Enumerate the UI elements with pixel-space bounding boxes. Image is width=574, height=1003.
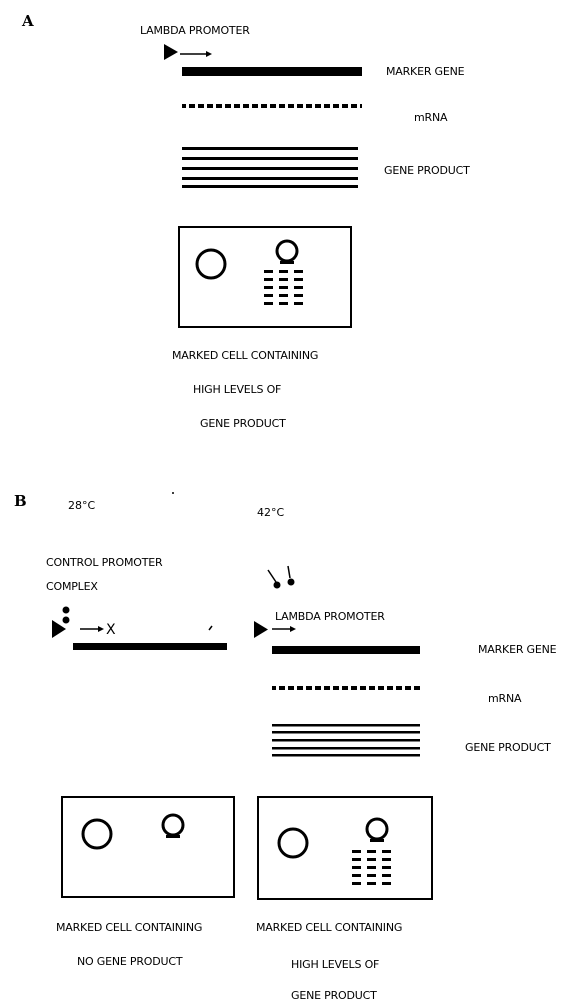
panel-a-cell	[179, 227, 351, 327]
panel-b-right-caption-line-3: GENE PRODUCT	[291, 989, 377, 1002]
panel-b-promoter-label: LAMBDA PROMOTER	[275, 610, 385, 623]
panel-b-promoter-icon	[254, 621, 296, 638]
mark-tick	[209, 626, 212, 630]
panel-b-cell-high-product	[258, 797, 432, 899]
blocked-x-mark: X	[106, 622, 116, 638]
panel-b-mrna-line	[272, 686, 420, 690]
panel-b-gene-product-label: GENE PRODUCT	[465, 741, 551, 754]
panel-b-right-nucleus-circle	[279, 829, 307, 857]
released-repressor-icon	[268, 566, 295, 589]
panel-a-caption-line-3: GENE PRODUCT	[200, 417, 286, 430]
panel-b-left-nucleus-circle	[83, 820, 111, 848]
panel-b-left-vesicle-circle	[163, 815, 183, 835]
panel-a-promoter-icon	[164, 44, 212, 60]
panel-b-gene-product-dots	[352, 850, 391, 885]
panel-b-marker-gene-label: MARKER GENE	[478, 643, 557, 656]
panel-a-caption-line-1: MARKED CELL CONTAINING	[172, 349, 318, 362]
panel-b-left-marker-gene-bar	[73, 643, 227, 650]
panel-b-right-caption-line-2: HIGH LEVELS OF	[291, 958, 379, 971]
panel-b-mrna-label: mRNA	[488, 692, 522, 705]
panel-b-right-vesicle-circle	[367, 819, 387, 839]
panel-a-marker-gene-label: MARKER GENE	[386, 65, 465, 78]
panel-a-gene-product-dots	[264, 270, 303, 305]
panel-a-nucleus-circle	[197, 250, 225, 278]
panel-a-caption-line-2: HIGH LEVELS OF	[193, 383, 281, 396]
panel-b-cell-no-product	[62, 797, 234, 897]
panel-a-marker-gene-bar	[182, 67, 362, 76]
panel-b-right-caption-line-1: MARKED CELL CONTAINING	[256, 921, 402, 934]
panel-a-vesicle-circle	[277, 241, 297, 261]
panel-b-left-caption-line-2: NO GENE PRODUCT	[77, 955, 183, 968]
panel-a-promoter-label: LAMBDA PROMOTER	[140, 24, 250, 37]
panel-a-letter: A	[21, 12, 34, 30]
panel-b-marker-gene-bar	[272, 646, 420, 654]
panel-a-gene-product-lines	[182, 147, 358, 188]
control-promoter-label-line-1: CONTROL PROMOTER	[46, 556, 163, 569]
temp-low-label: 28°C	[68, 499, 95, 512]
speck	[172, 492, 174, 494]
control-promoter-complex-icon	[52, 607, 104, 639]
temp-high-label: 42°C	[257, 506, 284, 519]
panel-a-mrna-label: mRNA	[414, 111, 448, 124]
panel-b-left-caption-line-1: MARKED CELL CONTAINING	[56, 921, 202, 934]
panel-a-gene-product-label: GENE PRODUCT	[384, 164, 470, 177]
panel-a-mrna-line	[182, 104, 362, 108]
panel-b-letter: B	[14, 492, 27, 510]
panel-b-gene-product-lines	[272, 724, 420, 757]
control-promoter-label-line-2: COMPLEX	[46, 580, 98, 593]
